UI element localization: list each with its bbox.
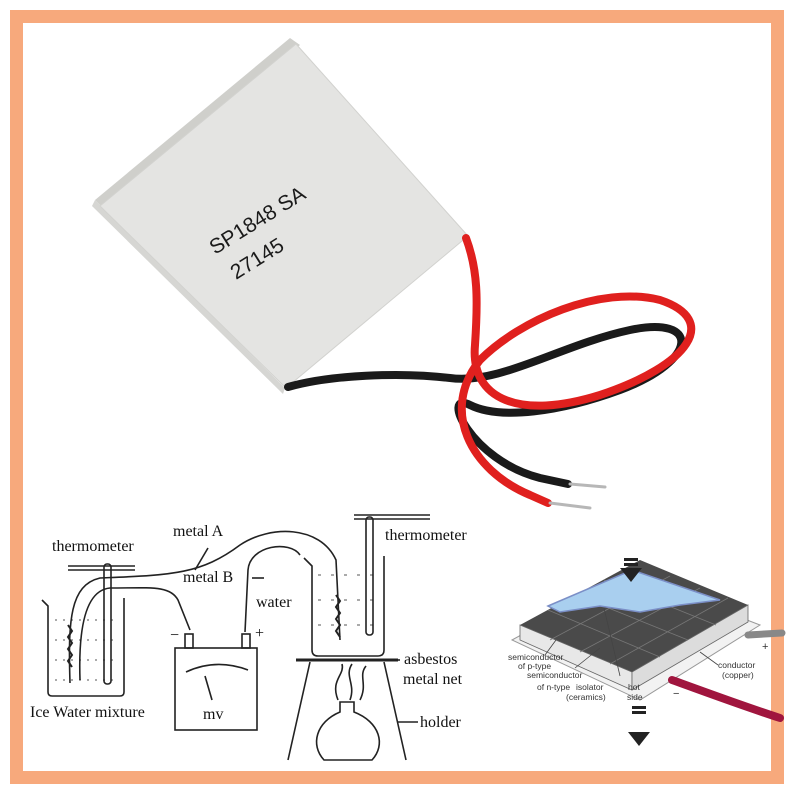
tec-diagram — [510, 558, 786, 746]
millivoltmeter — [174, 647, 258, 731]
lead-wires — [284, 234, 696, 510]
label-hot-2: side — [627, 692, 643, 702]
left-thermometer — [103, 563, 112, 685]
ice-water-beaker — [41, 598, 125, 697]
label-ice-water: Ice Water mixture — [30, 704, 145, 721]
label-p-type-1: semiconductor — [508, 652, 563, 662]
peltier-module: SP1848 SA 27145 — [92, 38, 469, 394]
label-tec-minus: − — [673, 688, 679, 700]
water-beaker — [303, 556, 385, 657]
label-p-type-2: of p-type — [518, 661, 551, 671]
label-metal-b: metal B — [183, 569, 233, 586]
label-n-type-1: semiconductor — [527, 670, 582, 680]
label-conductor-2: (copper) — [722, 670, 754, 680]
label-mv: mv — [203, 706, 223, 723]
label-isolator-1: isolator — [576, 682, 604, 692]
label-asbestos: asbestos — [404, 651, 457, 668]
label-hot-1: hot — [628, 682, 640, 692]
label-tec-plus: + — [762, 641, 768, 653]
right-thermometer — [365, 516, 374, 636]
seebeck-diagram — [41, 514, 430, 761]
label-conductor-1: conductor — [718, 660, 755, 670]
alcohol-burner — [315, 701, 381, 761]
label-metal-net: metal net — [403, 671, 463, 688]
label-isolator-2: (ceramics) — [566, 692, 606, 702]
label-minus: − — [170, 627, 179, 644]
seebeck-labels: thermometer metal A metal B thermometer … — [30, 523, 467, 731]
label-thermometer-right: thermometer — [385, 527, 467, 544]
tec-labels: semiconductor of p-type semiconductor of… — [508, 641, 768, 702]
label-n-type-2: of n-type — [537, 682, 570, 692]
label-water: water — [256, 594, 292, 611]
label-thermometer-left: thermometer — [52, 538, 134, 555]
image-frame — [10, 10, 784, 784]
label-metal-a: metal A — [173, 523, 224, 540]
label-holder: holder — [420, 714, 462, 731]
label-plus: + — [255, 625, 264, 642]
